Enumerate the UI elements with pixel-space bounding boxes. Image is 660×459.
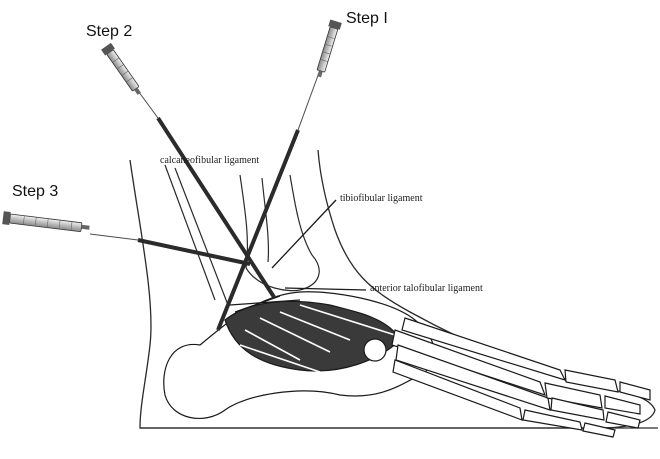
step2-needle-path (158, 118, 274, 297)
anterior-talofibular-ligament-label: anterior talofibular ligament (370, 283, 483, 294)
calcaneofibular-ligament-label: calcaneofibular ligament (160, 155, 259, 166)
tibiofibular-leader-line (272, 200, 336, 268)
tibia-fibula-bones (165, 165, 319, 305)
metatarsal-toe-bones (392, 318, 650, 437)
step-3-label: Step 3 (12, 183, 58, 201)
label-leader-lines (272, 200, 366, 290)
anterior-talofibular-leader-line (285, 288, 366, 290)
tibiofibular-ligament-label: tibiofibular ligament (340, 193, 422, 204)
step-1-label: Step I (346, 10, 388, 28)
step-2-label: Step 2 (86, 23, 132, 41)
syringe-icon (2, 211, 90, 235)
calcaneus-tarsal-bones (164, 292, 435, 419)
syringe-icon (313, 20, 341, 79)
syringe-icon (101, 43, 144, 97)
